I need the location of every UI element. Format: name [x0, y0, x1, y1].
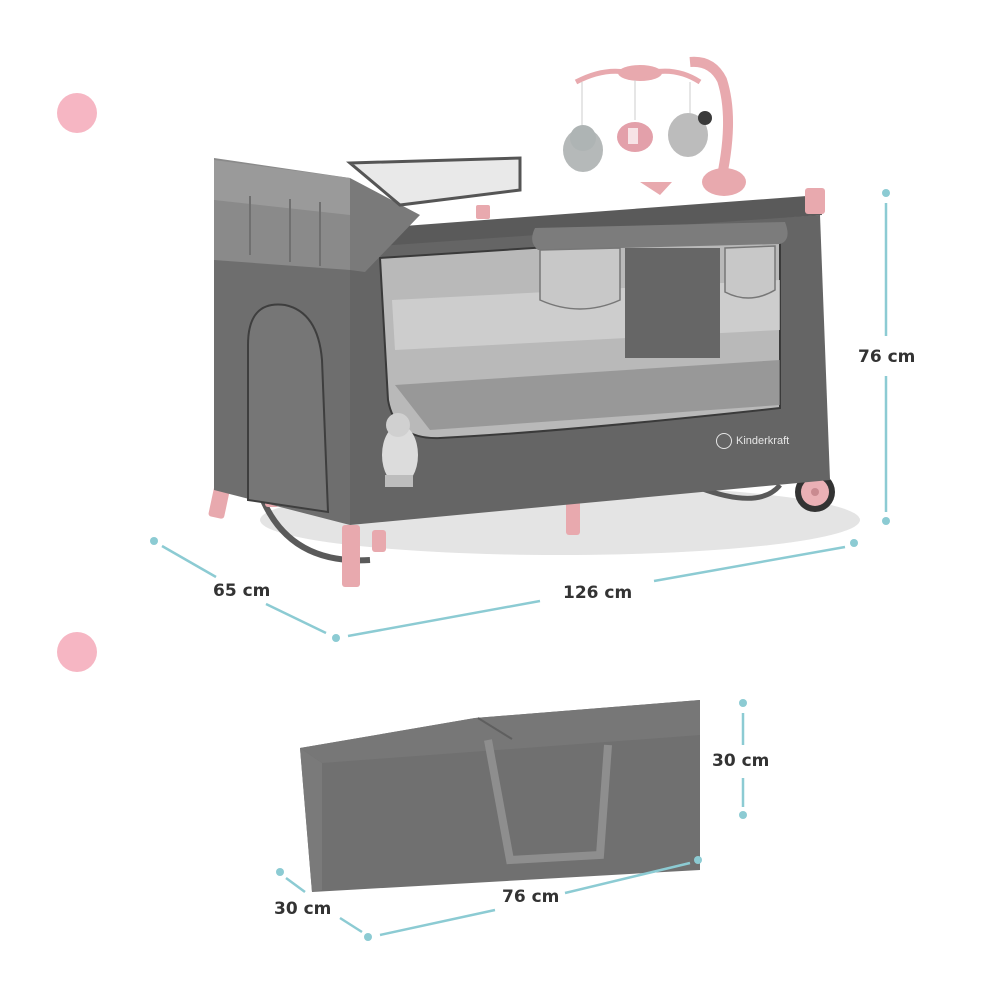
brand-logo-text: Kinderkraft: [736, 435, 790, 447]
dimension-lines-crib: [150, 189, 890, 642]
crib-length-label: 126 cm: [563, 583, 633, 603]
bag-length-label: 76 cm: [502, 887, 560, 907]
mobile-toy-cat-icon: [563, 125, 603, 172]
brand-logo: Kinderkraft: [716, 433, 789, 449]
section-bullet-assembled: [57, 93, 97, 133]
bag-depth-label: 30 cm: [274, 899, 332, 919]
dimension-lines-bag: [276, 699, 747, 941]
section-bullet-folded: [57, 632, 97, 672]
mobile-toy-koala-icon: [668, 111, 712, 157]
mobile-toy-elephant-icon: [617, 122, 653, 152]
crib-depth-label: 65 cm: [213, 581, 271, 601]
crib-height-label: 76 cm: [858, 347, 916, 367]
bear-sticker-icon: [382, 413, 418, 487]
bag-height-label: 30 cm: [712, 751, 770, 771]
travel-bag-illustration: [300, 700, 700, 892]
kinderkraft-logo-icon: [716, 433, 732, 449]
